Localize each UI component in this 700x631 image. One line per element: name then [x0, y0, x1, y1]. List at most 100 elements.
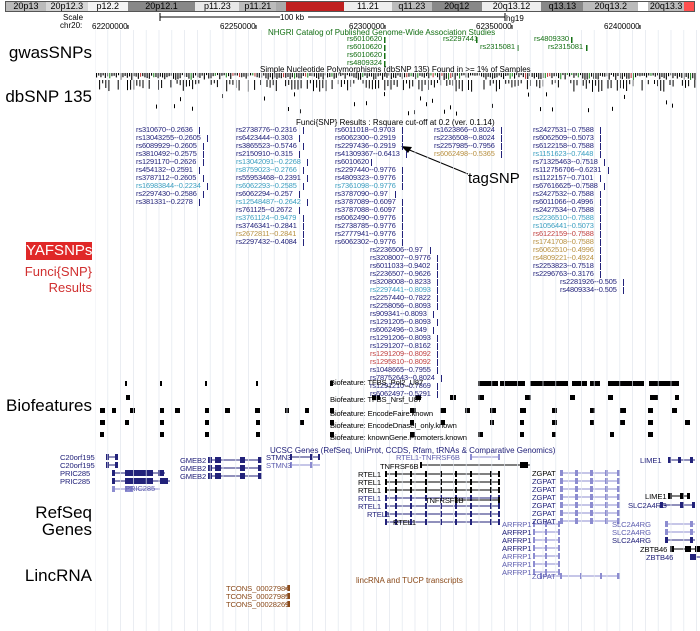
funci-snp-label[interactable]: rs6062509--0.5073	[533, 133, 594, 142]
ideogram-band[interactable]: q11.23	[391, 2, 432, 11]
funci-snp-label[interactable]: rs3787112--0.2605	[136, 173, 197, 182]
track-label-gwas[interactable]: gwasSNPs	[8, 43, 92, 62]
track-label-dbsnp[interactable]: dbSNP 135	[5, 87, 92, 106]
track-label-refseq[interactable]: RefSeq Genes	[35, 503, 92, 539]
gene-label[interactable]: STMN3	[266, 461, 292, 470]
track-label-yafsnps[interactable]: YAFSNPs	[26, 242, 93, 260]
funci-snp-label[interactable]: rs6062498--0.5365	[434, 149, 495, 158]
funci-snp-label[interactable]: rs2297430--0.2586	[136, 189, 197, 198]
funci-snp-label[interactable]: rs1291207--0.8162	[370, 341, 431, 350]
funci-snp-label[interactable]: rs6062510--0.4996	[533, 245, 594, 254]
funci-snp-label[interactable]: rs6062497--0.5291	[370, 389, 431, 398]
funci-snp-label[interactable]: rs310670--0.2636	[136, 125, 193, 134]
ideogram-band[interactable]: 20p12.3	[45, 2, 88, 11]
funci-snp-label[interactable]: rs71325463--0.7518	[533, 157, 598, 166]
gene-label[interactable]: ZGPAT	[532, 572, 556, 581]
gwas-snp-label[interactable]: rs2315081	[548, 42, 583, 51]
funci-snp-label[interactable]: rs55953468--0.2391	[236, 173, 301, 182]
gene-label[interactable]: ZGPAT	[532, 509, 556, 518]
ideogram-band[interactable]: 20q13.2	[583, 2, 639, 11]
ideogram-band[interactable]	[684, 2, 694, 11]
funci-snp-label[interactable]: rs1056441--0.5073	[533, 221, 594, 230]
funci-snp-label[interactable]: rs3787089--0.6097	[335, 197, 396, 206]
gene-label[interactable]: ZBTB46	[646, 553, 674, 562]
funci-snp-label[interactable]: rs3810492--0.2575	[136, 149, 197, 158]
funci-snp-label[interactable]: rs7361098--0.9776	[335, 181, 396, 190]
lincrna-label[interactable]: TCONS_00027985	[226, 592, 290, 601]
funci-snp-label[interactable]: rs8759023--0.2766	[236, 165, 297, 174]
funci-snp-label[interactable]: rs3787088--0.6097	[335, 205, 396, 214]
funci-snp-label[interactable]: rs3761124--0.9479	[236, 213, 297, 222]
funci-snp-label[interactable]: rs6122158--0.7588	[533, 141, 594, 150]
funci-snp-label[interactable]: rs2236508--0.8024	[434, 133, 495, 142]
funci-snp-label[interactable]: rs1295810--0.8092	[370, 357, 431, 366]
funci-snp-label[interactable]: rs78752643--0.8024	[370, 373, 435, 382]
biofeature-label[interactable]: Biofeature: TFBS_Pol2_U87	[330, 378, 424, 387]
gene-label[interactable]: ZBTB46	[640, 545, 668, 554]
gene-label[interactable]: ZGPAT	[532, 469, 556, 478]
funci-snp-label[interactable]: rs1741708--0.7588	[533, 237, 594, 246]
funci-snp-label[interactable]: rs2738785--0.9776	[335, 221, 396, 230]
funci-snp-label[interactable]: rs2297440--0.9776	[335, 165, 396, 174]
gene-label[interactable]: SLC2A4RG	[612, 528, 651, 537]
ideogram-band[interactable]	[286, 2, 309, 11]
gwas-snp-label[interactable]: rs2297441	[443, 34, 478, 43]
funci-snp-label[interactable]: rs2296763--0.3176	[533, 269, 594, 278]
ideogram-band[interactable]	[276, 2, 287, 11]
gene-label[interactable]: LIME1	[645, 492, 667, 501]
funci-snp-label[interactable]: rs6062293--0.2585	[236, 181, 297, 190]
funci-snp-label[interactable]: rs16983844--0.2234	[136, 181, 201, 190]
funci-snp-label[interactable]: rs112756706--0.6231	[533, 165, 602, 174]
gwas-snp-label[interactable]: rs2315081	[480, 42, 515, 51]
gene-label[interactable]: C20orf195	[60, 461, 95, 470]
gene-label[interactable]: ARFRP1	[502, 552, 532, 561]
gene-label[interactable]: SLC2A4RG	[612, 520, 651, 529]
ideogram-band[interactable]: p11.23	[195, 2, 240, 11]
funci-snp-label[interactable]: rs761125--0.2672	[236, 205, 293, 214]
gene-label[interactable]: RTEL1	[358, 486, 381, 495]
funci-snp-label[interactable]: rs4809334--0.505	[560, 285, 617, 294]
biofeature-label[interactable]: Biofeature: EncodeFaire.known	[330, 409, 434, 418]
gene-label[interactable]: ARFRP1	[502, 568, 532, 577]
funci-snp-label[interactable]: rs6011018--0.9703	[335, 125, 396, 134]
gene-label[interactable]: SLC2A4RG	[628, 501, 667, 510]
gene-label[interactable]: PRIC285	[60, 469, 91, 478]
funci-snp-label[interactable]: rs3208008--0.8233	[370, 277, 431, 286]
gene-label[interactable]: RTEL1-TNFRSF6B	[396, 453, 460, 462]
ideogram-band[interactable]: 11.21	[344, 2, 392, 11]
funci-snp-label[interactable]: rs2281926--0.505	[560, 277, 617, 286]
funci-snp-label[interactable]: rs2236507--0.9626	[370, 269, 431, 278]
gene-label[interactable]: GMEB2	[180, 472, 207, 481]
gene-label[interactable]: SLC2A4RG	[612, 536, 651, 545]
biofeature-label[interactable]: Biofeature: TFBS_Nrsf_U87	[330, 395, 422, 404]
track-label-biofeatures[interactable]: Biofeatures	[6, 396, 92, 415]
funci-snp-label[interactable]: rs12548487--0.2642	[236, 197, 301, 206]
gene-label[interactable]: RTEL1	[358, 478, 381, 487]
ideogram-band[interactable]	[308, 2, 345, 11]
gene-label[interactable]: LIME1	[640, 456, 662, 465]
funci-snp-label[interactable]: rs2257440--0.7822	[370, 293, 431, 302]
funci-snp-label[interactable]: rs6062496--0.349	[370, 325, 427, 334]
funci-snp-label[interactable]: rs67616625--0.7588	[533, 181, 598, 190]
funci-snp-label[interactable]: rs2297441--0.8093	[370, 285, 431, 294]
ideogram-band[interactable]: 20q13.12	[481, 2, 542, 11]
track-label-lincrna[interactable]: LincRNA	[24, 566, 92, 585]
lincrna-label[interactable]: TCONS_00027984	[226, 584, 290, 593]
gene-label[interactable]: ARFRP1	[502, 536, 532, 545]
funci-snp-label[interactable]: rs1048665--0.7955	[370, 365, 431, 374]
funci-snp-label[interactable]: rs41309367--0.6413	[335, 149, 400, 158]
funci-snp-label[interactable]: rs1291205--0.8093	[370, 317, 431, 326]
ideogram-band[interactable]: 20q12	[431, 2, 482, 11]
gene-label[interactable]: ZGPAT	[532, 477, 556, 486]
biofeature-label[interactable]: Biofeature: knownGene.Promoters.known	[330, 433, 467, 442]
gwas-snp-label[interactable]: rs4809330	[534, 34, 569, 43]
funci-snp-label[interactable]: rs1291206--0.8093	[370, 333, 431, 342]
gene-label[interactable]: GMEB2	[180, 456, 207, 465]
funci-snp-label[interactable]: rs2257985--0.7956	[434, 141, 495, 150]
biofeature-label[interactable]: Biofeature: EncodeDnaseI_only.known	[330, 421, 457, 430]
funci-snp-label[interactable]: rs6062294--0.257	[236, 189, 293, 198]
funci-snp-label[interactable]: rs1122157--0.7101	[533, 173, 594, 182]
funci-snp-label[interactable]: rs3208007--0.9776	[370, 253, 431, 262]
gwas-snp-label[interactable]: rs6010620	[347, 34, 382, 43]
